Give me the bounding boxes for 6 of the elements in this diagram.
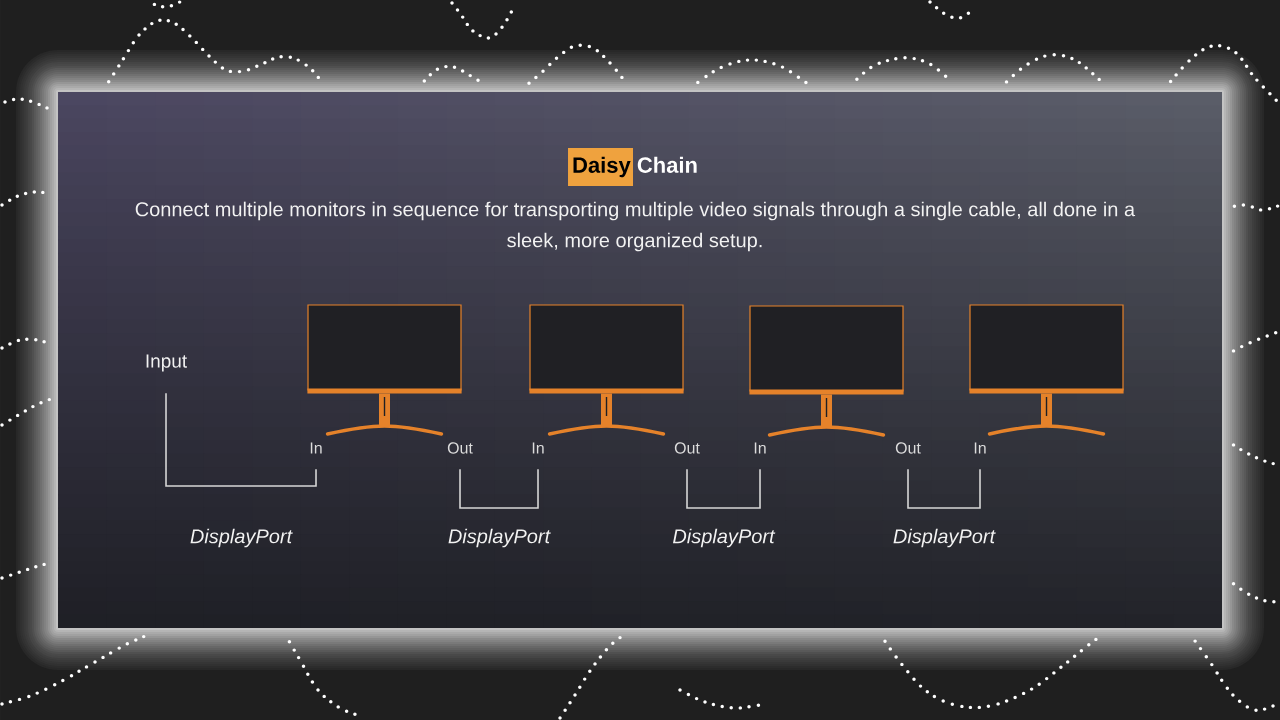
edge-label: DisplayPort [448, 528, 551, 548]
title: Daisy Chain [568, 148, 697, 186]
edge-label: DisplayPort [673, 528, 776, 548]
edge-label: DisplayPort [893, 528, 996, 548]
edge-label: DisplayPort [190, 528, 293, 548]
description: Connect multiple monitors in sequence for transporting multiple video signals through a single cable, all done in a sleek, more organized setup. [135, 201, 1136, 252]
